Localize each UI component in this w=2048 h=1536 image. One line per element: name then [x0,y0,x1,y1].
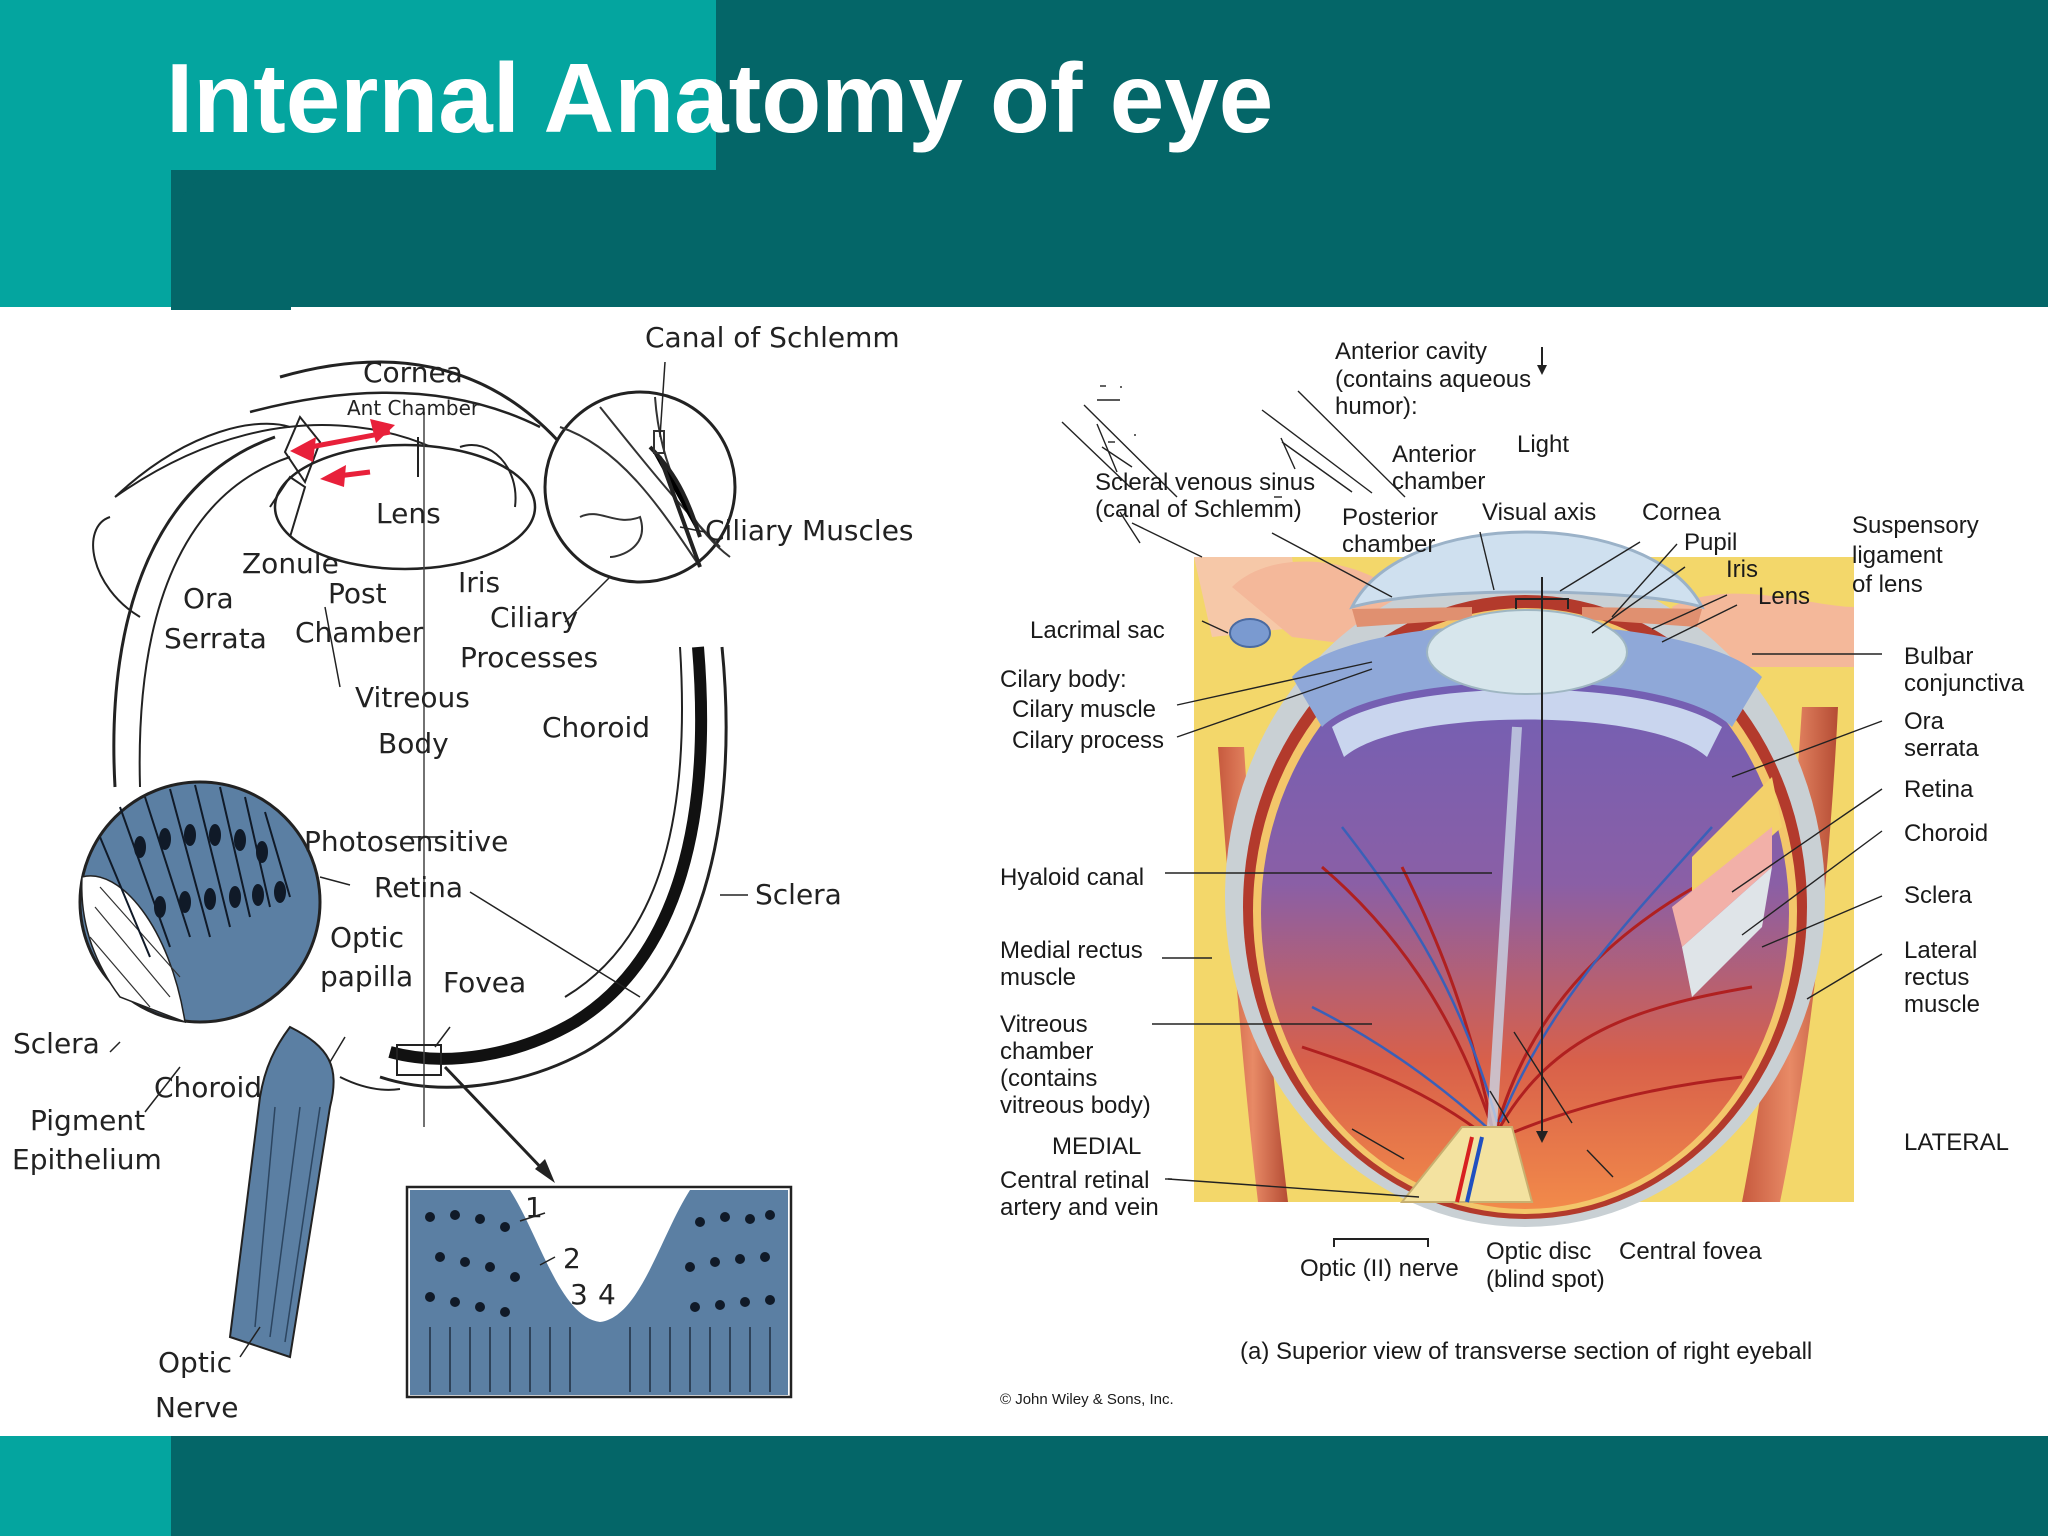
label-anterior-cavity-3: humor): [1335,393,1418,420]
label-vitreous-4: vitreous body) [1000,1092,1151,1119]
label-canal-of-schlemm: Canal of Schlemm [645,321,900,354]
label-fovea: Fovea [443,966,526,999]
left-eye-svg: Canal of Schlemm Cornea Ant Chamber Lens… [12,321,914,1424]
label-posterior-chamber-2: chamber [1342,531,1435,558]
label-iris: Iris [458,566,500,599]
label-lens: Lens [1758,583,1810,610]
label-optic-nerve-1: Optic [158,1346,232,1379]
label-medial-rectus-1: Medial rectus [1000,937,1143,964]
label-ora-2: serrata [1904,735,1979,762]
label-sclera-left: Sclera [13,1027,100,1060]
label-sclera-right: Sclera [755,878,842,911]
right-eye-diagram: Anterior cavity (contains aqueous humor)… [972,307,2048,1436]
label-zonule: Zonule [242,547,339,580]
diagram-caption: (a) Superior view of transverse section … [1240,1338,1812,1365]
label-suspensory-3: of lens [1852,571,1923,598]
header-curve [171,170,291,310]
right-eye-labels: Anterior cavity (contains aqueous humor)… [1000,338,2025,1408]
footer-band-light [0,1436,171,1536]
label-suspensory-1: Suspensory [1852,512,1979,539]
label-optic-disc-1: Optic disc [1486,1238,1591,1265]
label-pigment: Pigment [30,1104,145,1137]
label-scleral-venous-1: Scleral venous sinus [1095,469,1315,496]
label-cornea: Cornea [363,356,463,389]
label-light: Light [1517,431,1569,458]
label-ciliary-muscle: Cilary muscle [1012,696,1156,723]
label-inset-3: 3 [570,1278,588,1311]
label-visual-axis: Visual axis [1482,499,1596,526]
label-bulbar-2: conjunctiva [1904,670,2025,697]
label-lateral-rectus-3: muscle [1904,991,1980,1018]
label-ciliary-muscles: Ciliary Muscles [705,514,914,547]
right-eye-drawing [1061,347,1883,1247]
label-medial: MEDIAL [1052,1133,1141,1160]
label-inset-2: 2 [563,1242,581,1275]
label-scleral-venous-2: (canal of Schlemm) [1095,496,1302,523]
footer-band-dark [0,1436,2048,1536]
slide-title: Internal Anatomy of eye [166,43,1274,153]
label-vitreous-2: chamber [1000,1038,1093,1065]
label-anterior-chamber-2: chamber [1392,468,1485,495]
label-lateral-rectus-1: Lateral [1904,937,1977,964]
label-iris: Iris [1726,556,1758,583]
label-medial-rectus-2: muscle [1000,964,1076,991]
label-optic-nerve-2: Nerve [155,1391,238,1424]
label-optic-nerve: Optic (II) nerve [1300,1255,1459,1282]
label-central-retinal-2: artery and vein [1000,1194,1159,1221]
label-photosensitive: Photosensitive [304,825,508,858]
label-lateral-rectus-2: rectus [1904,964,1969,991]
left-eye-drawing [78,360,793,1399]
label-central-retinal-1: Central retinal [1000,1167,1149,1194]
header-left-stripe [0,0,171,307]
label-ora-1: Ora [1904,708,1945,735]
right-eye-svg: Anterior cavity (contains aqueous humor)… [1000,338,2025,1408]
label-pupil: Pupil [1684,529,1737,556]
label-vitreous: Vitreous [355,681,470,714]
copyright-notice: © John Wiley & Sons, Inc. [1000,1391,1174,1408]
label-vitreous-3: (contains [1000,1065,1097,1092]
label-sclera: Sclera [1904,882,1973,909]
label-chamber: Chamber [295,616,424,649]
label-inset-1: 1 [525,1191,543,1224]
left-eye-diagram: Canal of Schlemm Cornea Ant Chamber Lens… [0,307,972,1436]
label-lens: Lens [376,497,441,530]
label-vitreous-1: Vitreous [1000,1011,1088,1038]
label-choroid: Choroid [1904,820,1988,847]
label-anterior-cavity-2: (contains aqueous [1335,366,1531,393]
label-lacrimal-sac: Lacrimal sac [1030,617,1165,644]
label-serrata: Serrata [164,622,267,655]
label-cornea: Cornea [1642,499,1721,526]
label-choroid-lower: Choroid [154,1071,262,1104]
label-body: Body [378,727,449,760]
label-retina: Retina [374,871,463,904]
label-optic: Optic [330,921,404,954]
label-anterior-chamber-1: Anterior [1392,441,1476,468]
label-suspensory-2: ligament [1852,542,1943,569]
label-ciliary-body: Cilary body: [1000,666,1127,693]
label-epithelium: Epithelium [12,1143,162,1176]
label-optic-disc-2: (blind spot) [1486,1266,1605,1293]
label-lateral: LATERAL [1904,1129,2009,1156]
label-bulbar-1: Bulbar [1904,643,1973,670]
label-ora: Ora [183,582,234,615]
label-choroid: Choroid [542,711,650,744]
label-ant-chamber: Ant Chamber [347,396,480,420]
label-retina: Retina [1904,776,1974,803]
left-eye-labels: Canal of Schlemm Cornea Ant Chamber Lens… [12,321,914,1424]
label-post: Post [328,577,387,610]
label-processes: Processes [460,641,598,674]
label-ciliary: Ciliary [490,601,578,634]
label-inset-4: 4 [598,1278,616,1311]
label-posterior-chamber-1: Posterior [1342,504,1438,531]
label-papilla: papilla [320,960,413,993]
label-central-fovea: Central fovea [1619,1238,1762,1265]
label-ciliary-process: Cilary process [1012,727,1164,754]
label-hyaloid-canal: Hyaloid canal [1000,864,1144,891]
label-anterior-cavity-1: Anterior cavity [1335,338,1487,365]
